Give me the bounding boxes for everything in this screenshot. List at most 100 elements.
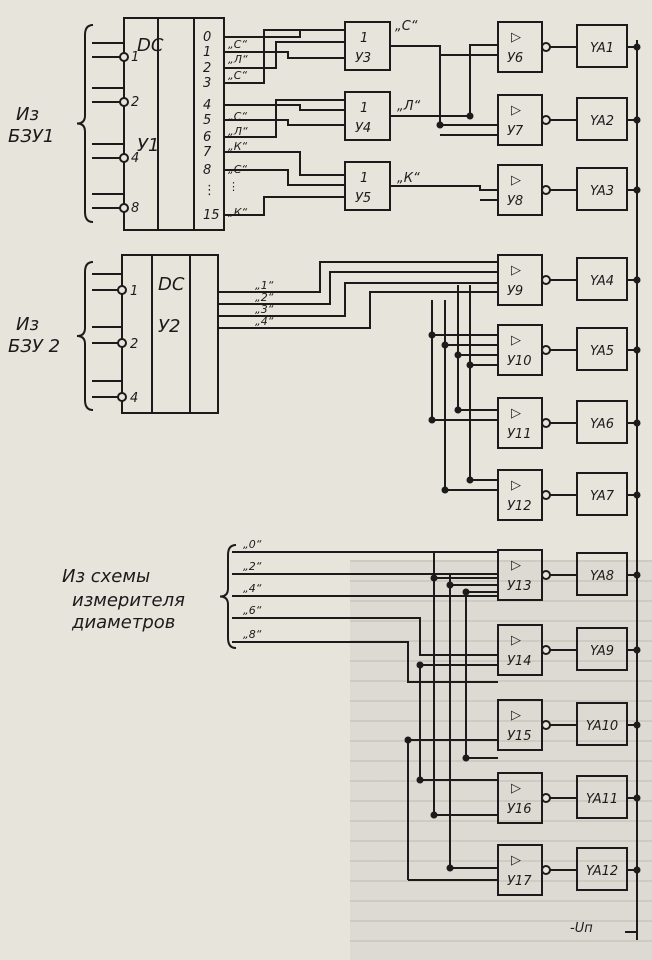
source-meter-label: диаметров xyxy=(71,612,175,633)
or-gate-u3 xyxy=(344,21,391,71)
or-gate-symbol: 1 xyxy=(360,101,368,116)
inversion-bubble xyxy=(117,392,127,402)
inversion-bubble xyxy=(541,570,551,580)
dc2-output-label: „3“ xyxy=(255,303,274,316)
actuator-label: YA6 xyxy=(590,417,614,432)
wire xyxy=(224,51,345,59)
actuator-YA9 xyxy=(576,627,628,671)
wire xyxy=(224,99,345,138)
decoder-u1-output-label: 5 xyxy=(203,113,211,128)
dc1-output-label: „К“ xyxy=(228,140,248,153)
actuator-YA5 xyxy=(576,327,628,371)
junction-dot xyxy=(430,811,438,819)
actuator-YA2 xyxy=(576,97,628,141)
amplifier-id: У15 xyxy=(507,729,531,744)
labels: DCУ11248012345678⋮15„С“„Л“„С“„С“„Л“„К“„С… xyxy=(8,19,618,936)
amplifier-symbol: ▷ xyxy=(511,333,521,348)
junction-dot xyxy=(441,486,449,494)
decoder-u1-output-label: ⋮ xyxy=(203,183,216,198)
wire xyxy=(457,285,498,411)
wires xyxy=(92,18,638,940)
amplifier-id: У10 xyxy=(507,354,531,369)
or-gate-symbol: 1 xyxy=(360,171,368,186)
dc2-output-label: „1“ xyxy=(255,279,274,292)
decoder-u2-input-label: 2 xyxy=(130,337,138,352)
amplifier-symbol: ▷ xyxy=(511,173,521,188)
or-gate-u5 xyxy=(344,161,391,211)
amplifier-id: У12 xyxy=(507,499,531,514)
junction-dot xyxy=(430,574,438,582)
dc1-output-label: „С“ xyxy=(228,163,247,176)
junction-dot xyxy=(441,341,449,349)
inversion-bubble xyxy=(541,115,551,125)
decoder-u2-input-label: 4 xyxy=(130,391,138,406)
decoder-u1-output-label: 0 xyxy=(203,30,211,45)
meter-input-label: „8“ xyxy=(243,628,262,641)
junction-dot xyxy=(633,491,641,499)
dc1-output-label: „Л“ xyxy=(228,53,248,66)
junction-dot xyxy=(633,646,641,654)
wire xyxy=(390,44,498,117)
actuator-YA6 xyxy=(576,400,628,444)
wire xyxy=(218,261,498,293)
junction-dot xyxy=(446,581,454,589)
wire xyxy=(224,169,345,186)
amplifier-symbol: ▷ xyxy=(511,406,521,421)
dc2-output-label: „4“ xyxy=(255,315,274,328)
actuator-label: YA10 xyxy=(586,719,618,734)
junction-dot xyxy=(454,406,462,414)
junction-dot xyxy=(633,276,641,284)
wire xyxy=(218,271,498,305)
junction-dot xyxy=(436,121,444,129)
amplifier-id: У17 xyxy=(507,874,532,889)
amplifier-symbol: ▷ xyxy=(511,781,521,796)
junction-dot xyxy=(633,866,641,874)
dc1-output-label: „К“ xyxy=(228,206,248,219)
junction-dot xyxy=(454,351,462,359)
inversion-bubble xyxy=(541,793,551,803)
junction-dot xyxy=(633,346,641,354)
source-bzu1-label: Из xyxy=(16,104,39,125)
actuator-YA12 xyxy=(576,847,628,891)
source-bzu2-label: Из xyxy=(16,314,39,335)
decoder-u1-output-label: 15 xyxy=(203,208,220,223)
wire xyxy=(469,285,498,481)
or-gate-id: У4 xyxy=(355,121,371,136)
wire xyxy=(224,119,345,126)
or-gate-id: У5 xyxy=(355,191,371,206)
amplifier-symbol: ▷ xyxy=(511,263,521,278)
decoder-u1-output-label: 6 xyxy=(203,130,211,145)
dc1-output-label: „Л“ xyxy=(228,125,248,138)
decoder-u1-input-label: 1 xyxy=(131,50,139,65)
or-output-label: „К“ xyxy=(397,171,420,186)
actuator-YA7 xyxy=(576,472,628,516)
amplifier-id: У9 xyxy=(507,284,523,299)
amplifier-symbol: ▷ xyxy=(511,633,521,648)
wire xyxy=(224,151,345,176)
meter-input-label: „0“ xyxy=(243,538,262,551)
or-gate-symbol: 1 xyxy=(360,31,368,46)
brace xyxy=(76,24,94,223)
decoder-u1-output-label: 3 xyxy=(203,76,211,91)
decoder-u1 xyxy=(123,17,225,231)
dc1-output-label: „С“ xyxy=(228,110,247,123)
junction-dot xyxy=(416,776,424,784)
wire xyxy=(232,641,498,683)
or-output-label: „Л“ xyxy=(397,99,421,114)
source-bzu1-label: БЗУ1 xyxy=(8,126,54,147)
blocks xyxy=(76,17,628,896)
inversion-bubble xyxy=(117,338,127,348)
junction-dot xyxy=(633,419,641,427)
wire xyxy=(232,617,498,656)
wire xyxy=(224,104,345,111)
amplifier-symbol: ▷ xyxy=(511,478,521,493)
actuator-label: YA7 xyxy=(590,489,615,504)
junction-dot xyxy=(466,112,474,120)
decoder-u2-input-label: 1 xyxy=(130,284,138,299)
wire xyxy=(218,282,498,317)
inversion-bubble xyxy=(119,153,129,163)
junction-dot xyxy=(466,476,474,484)
junction-dot xyxy=(466,361,474,369)
actuator-YA8 xyxy=(576,552,628,596)
